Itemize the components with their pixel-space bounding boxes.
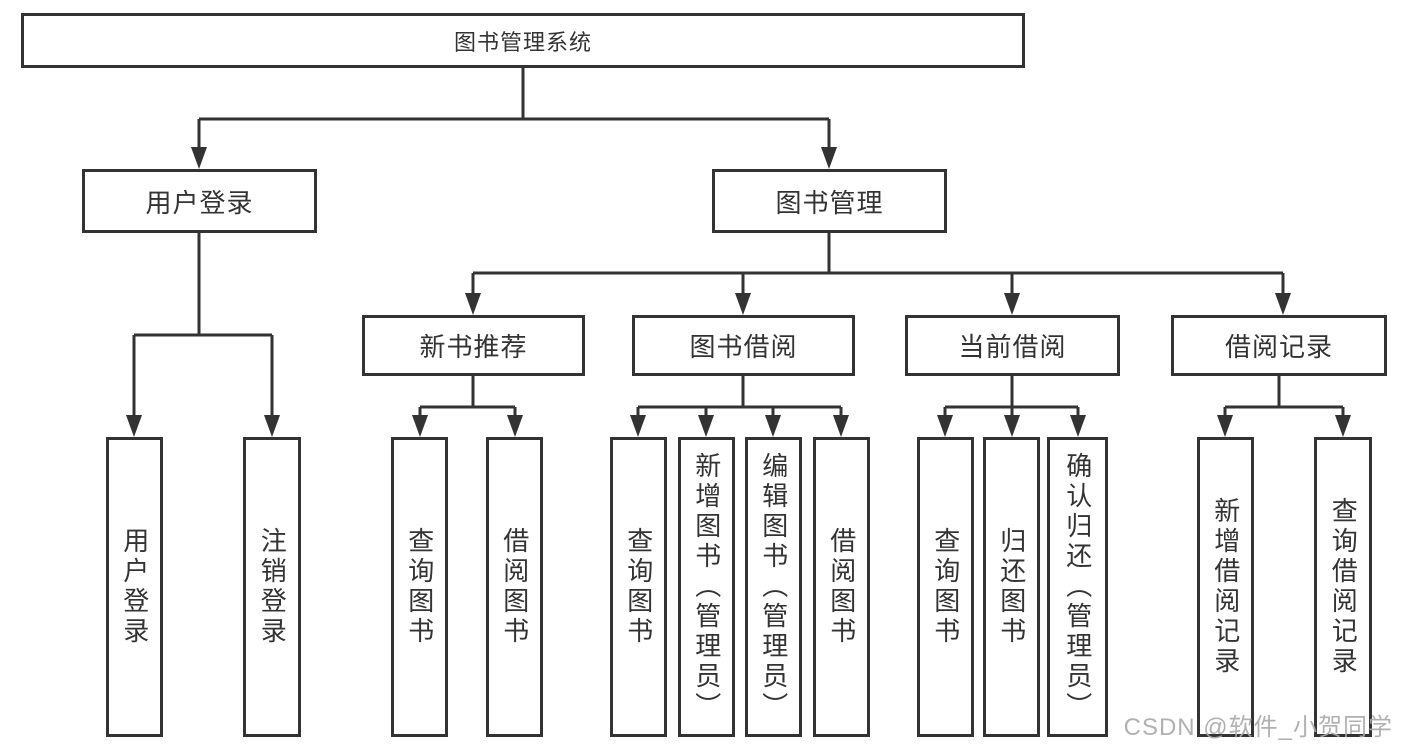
leaf-logout: 注销登录 bbox=[243, 437, 301, 737]
node-book-management-label: 图书管理 bbox=[775, 187, 884, 218]
leaf-query-borrow-record-label: 查询借阅记录 bbox=[1328, 497, 1359, 677]
node-book-management: 图书管理 bbox=[712, 169, 947, 233]
leaf-return-books: 归还图书 bbox=[983, 437, 1040, 737]
leaf-query-books-recommend-label: 查询图书 bbox=[404, 527, 435, 647]
leaf-borrow-books: 借阅图书 bbox=[813, 437, 870, 737]
leaf-query-books-current-label: 查询图书 bbox=[930, 527, 961, 647]
leaf-borrow-books-recommend-label: 借阅图书 bbox=[499, 527, 530, 647]
node-borrow-records-label: 借阅记录 bbox=[1224, 332, 1333, 362]
leaf-query-books-borrow-label: 查询图书 bbox=[623, 527, 654, 647]
leaf-borrow-books-label: 借阅图书 bbox=[826, 527, 857, 647]
node-user-login-label: 用户登录 bbox=[145, 187, 254, 218]
leaf-return-books-label: 归还图书 bbox=[996, 527, 1027, 647]
node-new-book-recommend: 新书推荐 bbox=[362, 315, 585, 376]
leaf-query-books-recommend: 查询图书 bbox=[391, 437, 448, 737]
node-book-borrow: 图书借阅 bbox=[632, 315, 855, 376]
leaf-add-books-admin: 新增图书（管理员） bbox=[678, 437, 735, 737]
leaf-query-borrow-record: 查询借阅记录 bbox=[1314, 437, 1372, 737]
leaf-user-login: 用户登录 bbox=[106, 437, 163, 737]
leaf-confirm-return-admin-label: 确认归还（管理员） bbox=[1062, 452, 1093, 722]
leaf-add-books-admin-label: 新增图书（管理员） bbox=[691, 452, 722, 722]
leaf-edit-books-admin-label: 编辑图书（管理员） bbox=[758, 452, 789, 722]
node-book-borrow-label: 图书借阅 bbox=[689, 332, 798, 362]
watermark: CSDN @软件_小贺同学 bbox=[1123, 714, 1393, 741]
leaf-logout-label: 注销登录 bbox=[257, 527, 288, 647]
leaf-borrow-books-recommend: 借阅图书 bbox=[486, 437, 543, 737]
leaf-user-login-label: 用户登录 bbox=[119, 527, 150, 647]
leaf-confirm-return-admin: 确认归还（管理员） bbox=[1047, 437, 1108, 737]
node-system-root-label: 图书管理系统 bbox=[453, 29, 592, 55]
leaf-query-books-borrow: 查询图书 bbox=[610, 437, 667, 737]
node-current-borrow: 当前借阅 bbox=[905, 315, 1120, 376]
leaf-edit-books-admin: 编辑图书（管理员） bbox=[745, 437, 802, 737]
node-system-root: 图书管理系统 bbox=[21, 13, 1025, 68]
leaf-add-borrow-record: 新增借阅记录 bbox=[1197, 437, 1254, 737]
node-user-login: 用户登录 bbox=[82, 169, 317, 233]
node-new-book-recommend-label: 新书推荐 bbox=[419, 332, 528, 362]
leaf-query-books-current: 查询图书 bbox=[917, 437, 974, 737]
leaf-add-borrow-record-label: 新增借阅记录 bbox=[1210, 497, 1241, 677]
node-current-borrow-label: 当前借阅 bbox=[958, 332, 1067, 362]
node-borrow-records: 借阅记录 bbox=[1171, 315, 1387, 376]
